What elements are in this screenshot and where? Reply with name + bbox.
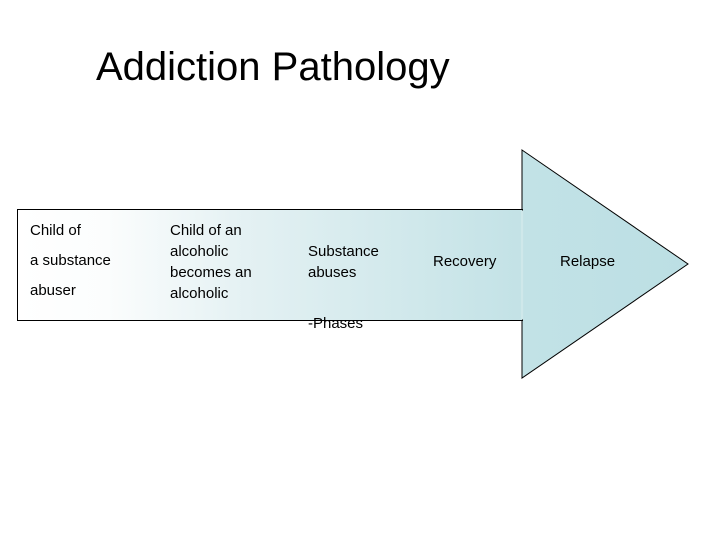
stage-substance-abuses-phases: -Phases (308, 315, 364, 332)
stage-recovery: Recovery (433, 253, 497, 270)
stage-substance-abuses: Substance abuses -Phases (308, 220, 379, 334)
process-arrow (0, 120, 720, 410)
stage-relapse: Relapse (560, 253, 616, 270)
stage-child-of-a-substance-abuser: Child of a substance abuser (30, 222, 111, 299)
stage-substance-abuses-heading: Substance abuses (308, 243, 379, 281)
page-title: Addiction Pathology (96, 45, 450, 89)
stage-spacer (308, 283, 379, 292)
arrow-body (17, 209, 523, 321)
stage-child-of-an-alcoholic: Child of an alcoholic becomes an alcohol… (170, 222, 252, 302)
